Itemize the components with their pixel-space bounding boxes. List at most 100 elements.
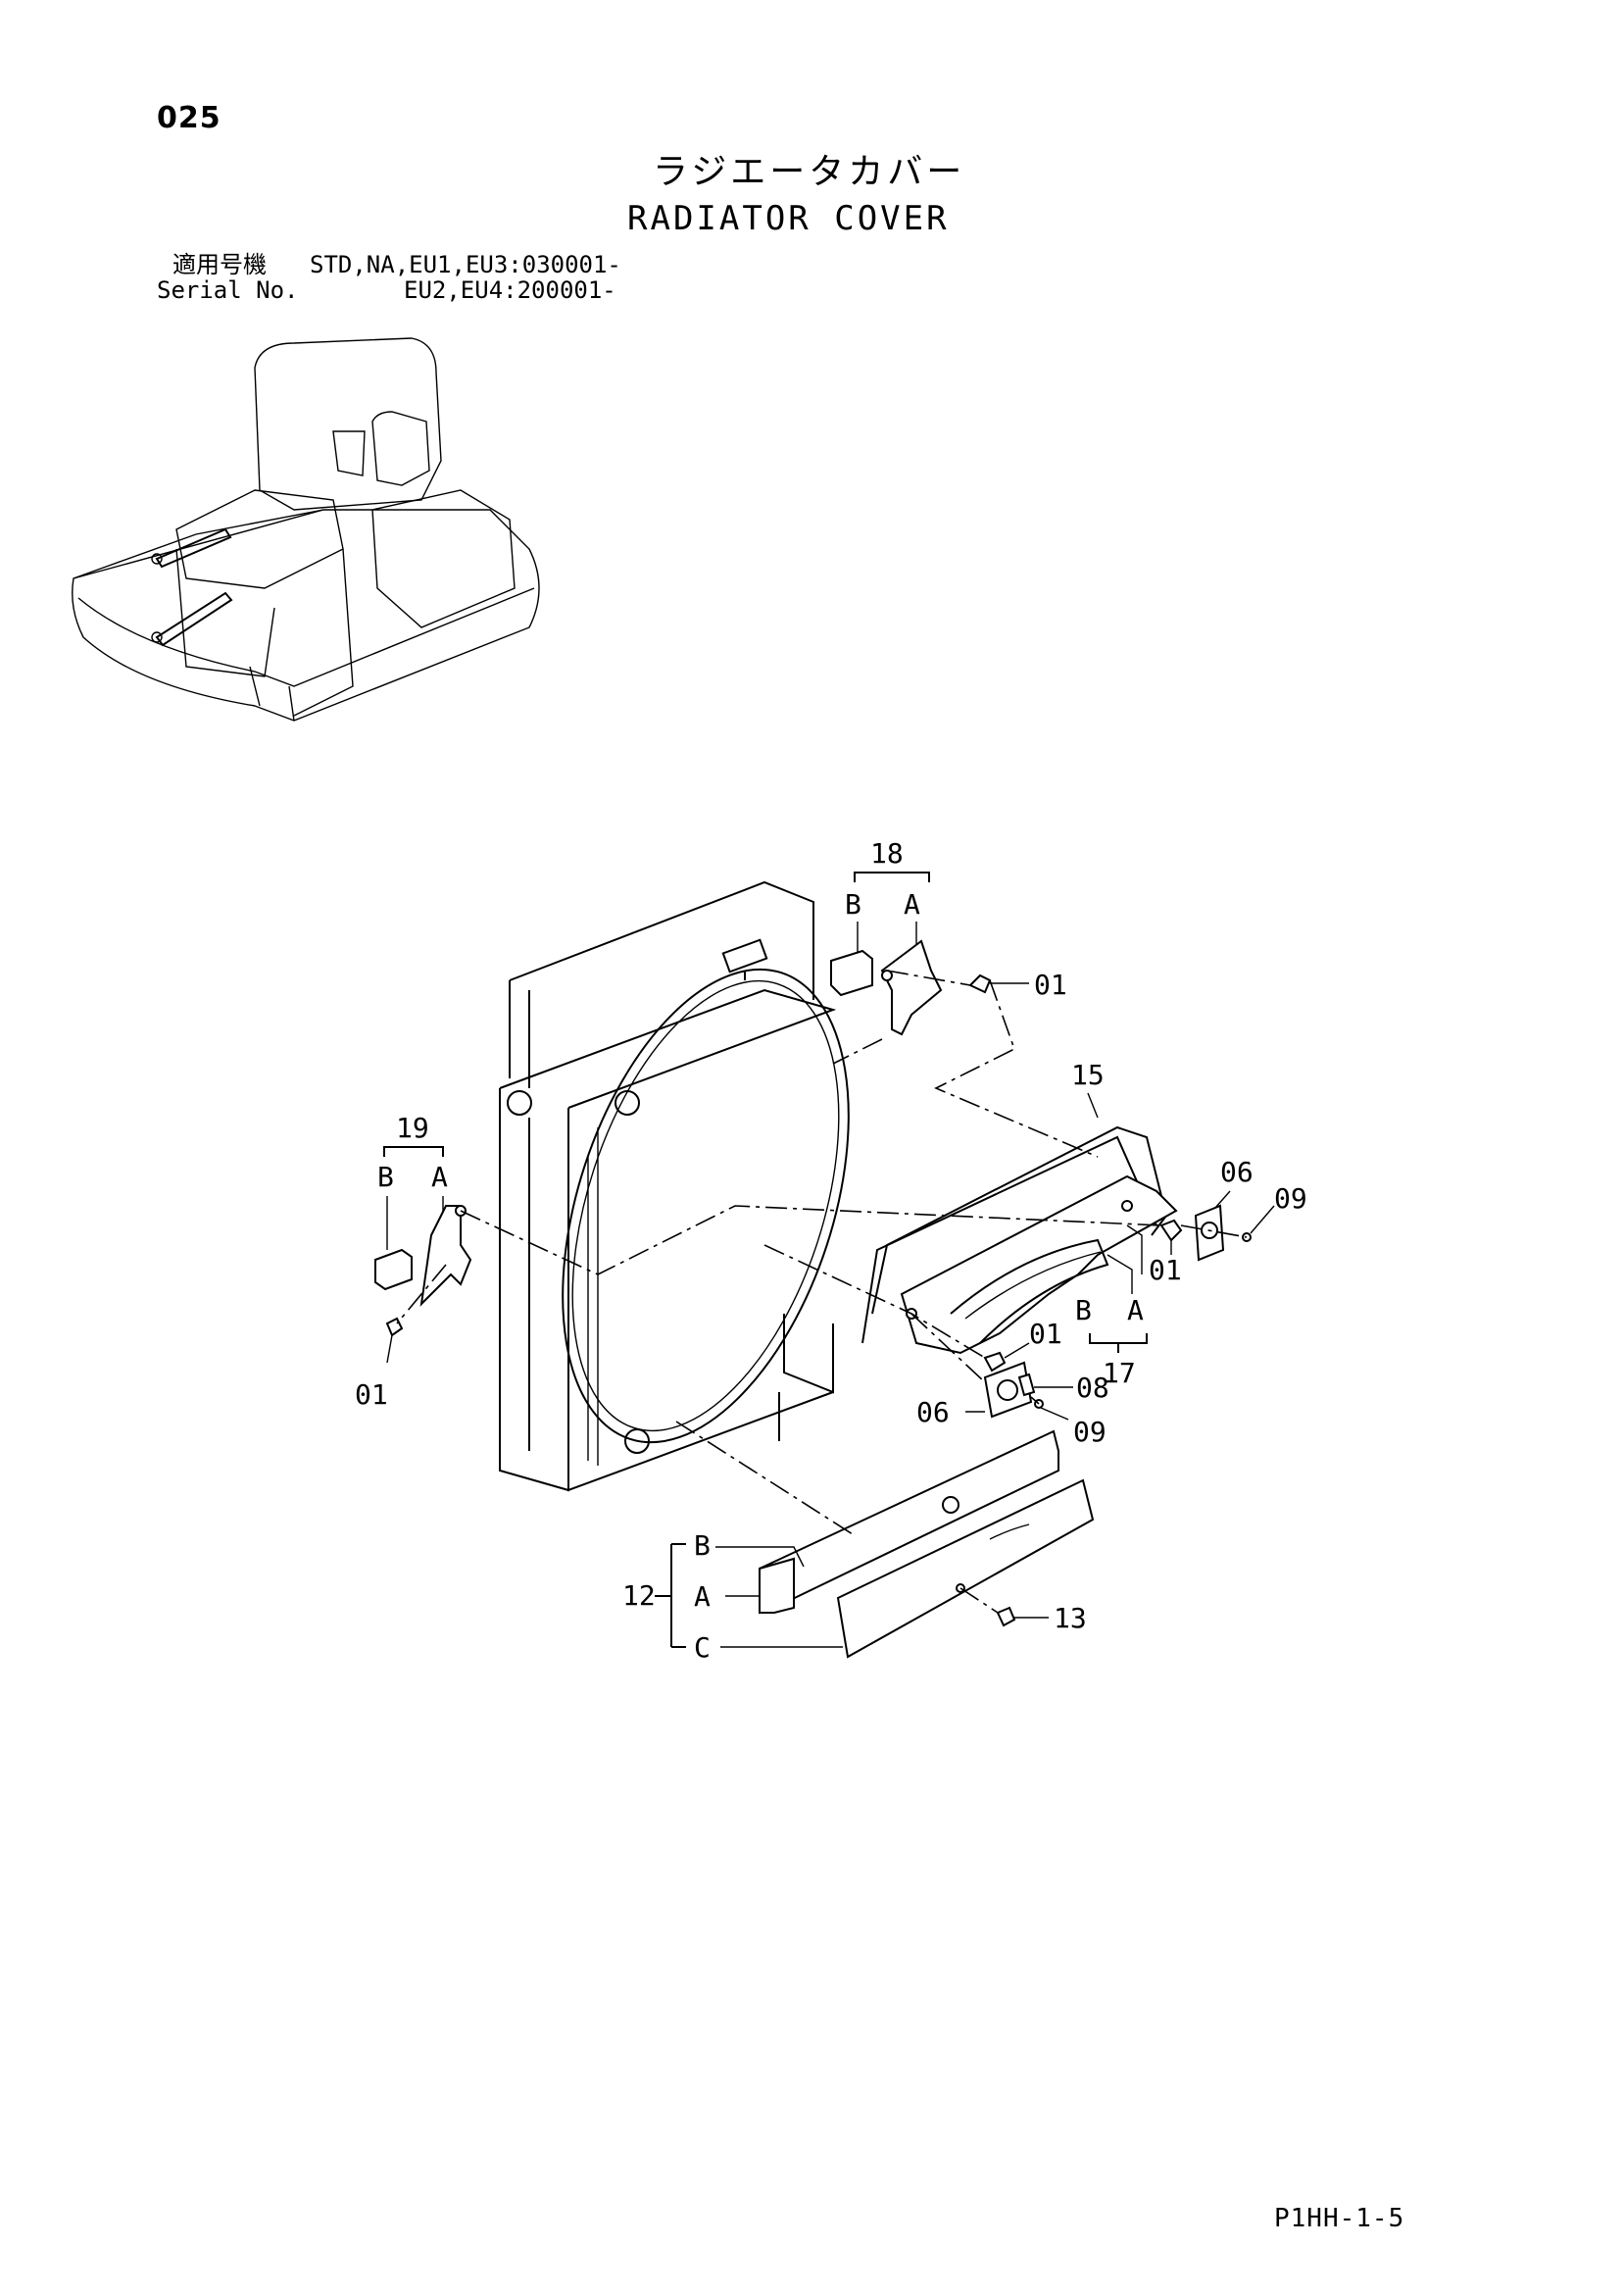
callout-18-leaders — [857, 922, 917, 956]
centerline — [460, 1205, 1162, 1275]
radiator-cap — [721, 938, 768, 973]
title-japanese: ラジエータカバー — [653, 152, 966, 192]
bolt-01-left-group: 01 — [355, 1317, 404, 1411]
fan-shroud-inner — [571, 979, 840, 1432]
title-english: RADIATOR COVER — [627, 199, 950, 238]
part-17-group: B A 17 — [900, 1174, 1178, 1389]
part-06-right-hole — [1201, 1222, 1218, 1239]
serial-label-japanese: 適用号機 — [172, 251, 267, 278]
callout-12-a: A — [694, 1580, 711, 1613]
callout-12-c: C — [694, 1631, 711, 1664]
callout-01-top: 01 — [1034, 969, 1067, 1001]
callout-06-right-leader — [1214, 1190, 1231, 1209]
callout-01-mid-leader — [1004, 1342, 1030, 1359]
part-15-rubber-seal — [871, 1125, 1168, 1315]
callout-19-b: B — [377, 1161, 394, 1193]
part-17-hole — [1121, 1200, 1133, 1212]
middle-hardware-group: 01 08 06 09 — [916, 1318, 1109, 1448]
serial-label-english: Serial No. — [157, 276, 299, 304]
centerline — [934, 979, 1099, 1158]
sketch-top-edge — [73, 509, 324, 579]
callout-19: 19 — [396, 1112, 429, 1144]
callout-17-leaders — [1107, 1224, 1143, 1294]
centerline — [1030, 1396, 1040, 1405]
part-12c-cutout — [989, 1523, 1030, 1540]
fan-shroud-outer — [562, 968, 850, 1444]
callout-17-bracket — [1089, 1333, 1148, 1353]
part-06-mid-plate — [983, 1361, 1033, 1419]
right-hardware-group: 06 09 01 — [1149, 1156, 1307, 1286]
callout-18: 18 — [870, 837, 904, 870]
sketch-side-panel — [175, 548, 275, 677]
callout-12-leaders — [715, 1546, 843, 1648]
part-18-group: 18 B A — [830, 837, 943, 1036]
callout-13: 13 — [1054, 1602, 1087, 1634]
callout-09-right: 09 — [1274, 1182, 1307, 1215]
callout-12: 12 — [622, 1579, 656, 1612]
callout-01-right: 01 — [1149, 1254, 1182, 1286]
part-19-group: 19 B A — [374, 1112, 472, 1307]
radiator-top-edge — [499, 988, 837, 1109]
bolt-13 — [996, 1606, 1016, 1627]
callout-01-mid: 01 — [1029, 1318, 1062, 1350]
sketch-upper-body — [72, 509, 540, 722]
callout-18-a: A — [904, 888, 920, 921]
radiator-plug — [615, 1090, 640, 1116]
part-17-curved-guard — [950, 1238, 1109, 1344]
serial-range-1: STD,NA,EU1,EU3:030001- — [310, 251, 621, 278]
radiator-assembly — [499, 880, 850, 1492]
part-19b-block — [374, 1248, 413, 1291]
callout-15: 15 — [1071, 1059, 1105, 1091]
callout-08: 08 — [1076, 1372, 1109, 1404]
centerline — [910, 1313, 986, 1383]
assembly-center-lines — [396, 970, 1248, 1614]
radiator-front-edge — [567, 1108, 834, 1492]
sketch-highlight-lower — [155, 591, 233, 647]
callout-09-mid-leader — [1040, 1407, 1069, 1421]
centerline — [832, 1038, 883, 1065]
callout-09-mid: 09 — [1073, 1416, 1107, 1448]
callout-06-right: 06 — [1220, 1156, 1254, 1188]
part-18a-bracket — [880, 939, 943, 1036]
part-19a-bracket — [419, 1205, 472, 1307]
callout-17: 17 — [1103, 1357, 1136, 1389]
centerline — [959, 1587, 999, 1614]
callout-01-left: 01 — [355, 1378, 388, 1411]
callout-19-a: A — [431, 1161, 448, 1193]
radiator-top-tank — [509, 880, 814, 1000]
document-code: P1HH-1-5 — [1274, 2204, 1405, 2233]
callout-12-b: B — [694, 1529, 711, 1562]
bolt-01-right — [1159, 1219, 1183, 1242]
bolt-01-mid — [983, 1351, 1007, 1373]
sketch-dot — [151, 553, 163, 565]
radiator-core-edge — [587, 1127, 599, 1466]
sketch-highlight-upper — [155, 527, 232, 569]
serial-range-2: EU2,EU4:200001- — [404, 276, 616, 304]
bolt-13-group: 13 — [996, 1602, 1087, 1634]
part-17-guard-edge — [964, 1251, 1102, 1320]
radiator-left-post — [499, 1088, 569, 1492]
bolt-01-left — [385, 1317, 404, 1337]
sketch-body-edge — [77, 587, 535, 687]
callout-18-bracket — [854, 872, 930, 882]
sketch-corner — [249, 666, 295, 722]
callout-01-left-leader — [386, 1334, 393, 1364]
sketch-counterweight — [293, 548, 354, 717]
callout-09-right-leader — [1250, 1205, 1275, 1234]
callout-17-b: B — [1075, 1294, 1092, 1326]
bolt-01-top — [968, 973, 992, 994]
sketch-dot — [151, 631, 163, 643]
centerline — [886, 970, 971, 986]
part-06-right-plate — [1194, 1204, 1225, 1262]
centerline — [675, 1421, 854, 1535]
centerline — [1180, 1224, 1248, 1238]
radiator-tank-side — [509, 980, 530, 1088]
excavator-locator-sketch — [72, 337, 540, 722]
centerline — [396, 1264, 447, 1324]
part-12a-hole — [942, 1496, 959, 1514]
sketch-cab — [254, 337, 442, 511]
part-12b-block — [759, 1557, 795, 1614]
sketch-tank — [371, 489, 516, 628]
radiator-lower-bracket — [783, 1314, 834, 1394]
